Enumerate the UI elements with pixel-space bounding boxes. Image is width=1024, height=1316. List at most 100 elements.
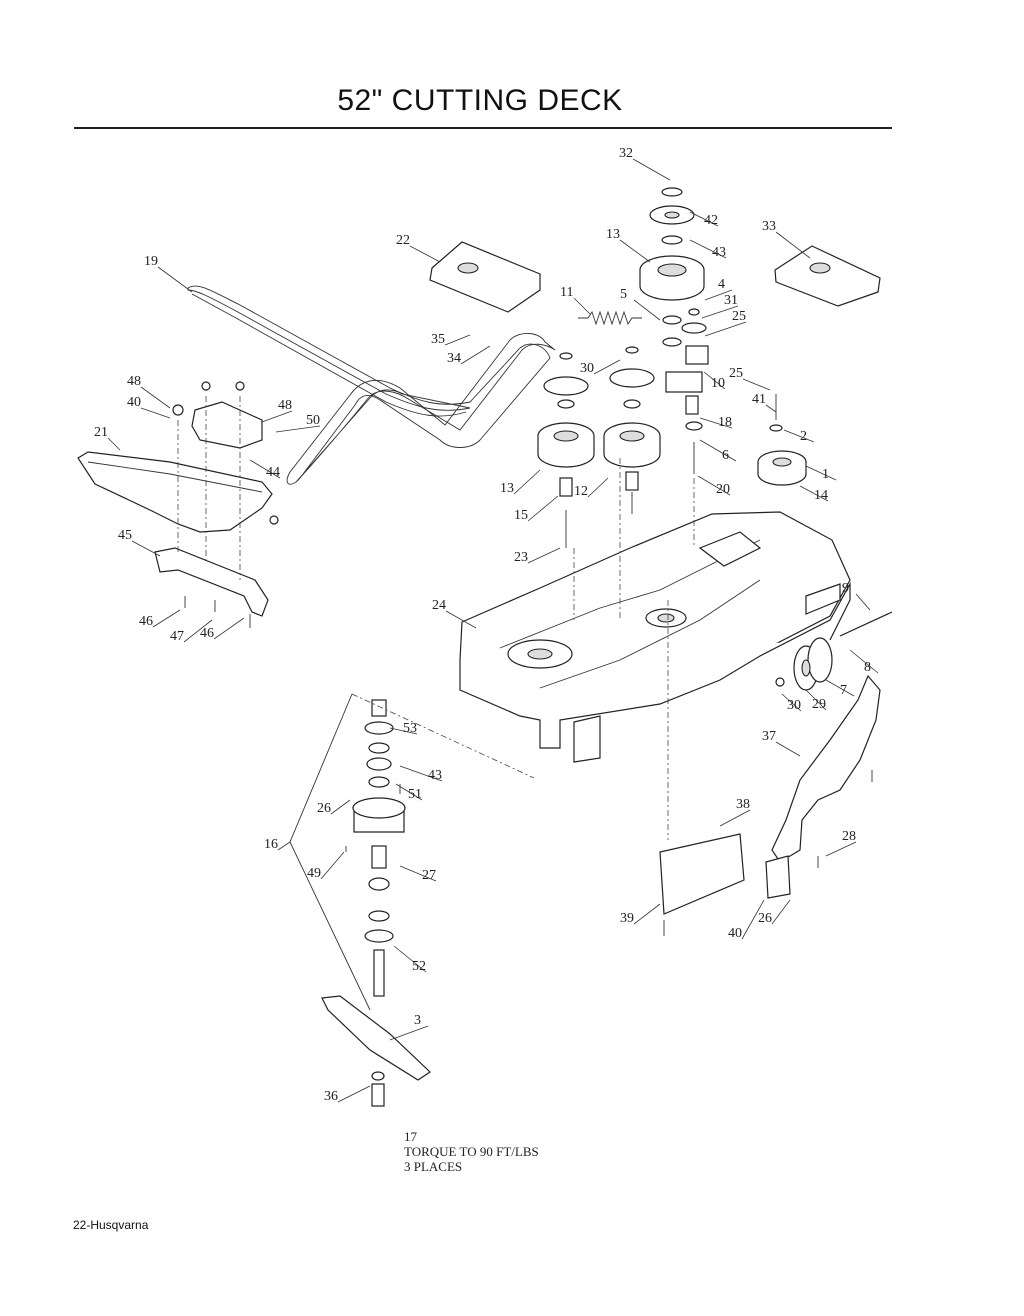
callout-number: 26 [317, 801, 331, 816]
spindle-assembly [289, 693, 406, 1011]
callout-leader [699, 417, 733, 429]
callout-number: 16 [264, 837, 278, 852]
callout-number: 38 [736, 797, 750, 812]
callout-number: 29 [812, 697, 826, 712]
anti-scalp-wheel [775, 611, 893, 691]
callout-number: 47 [170, 629, 184, 644]
callout-leader [445, 610, 477, 629]
callout-leader [783, 429, 815, 443]
pulley-cover-left [429, 241, 541, 313]
callout-leader [689, 211, 719, 227]
right-idler-parts [685, 394, 807, 486]
callout-leader [742, 378, 771, 391]
callout-number: 50 [306, 413, 320, 428]
callout-number: 30 [580, 361, 594, 376]
callout-number: 31 [724, 293, 738, 308]
baffle [771, 674, 881, 863]
callout-leader [140, 407, 171, 419]
callout-leader [573, 297, 591, 315]
callout-number: 43 [712, 245, 726, 260]
callout-number: 6 [722, 448, 729, 463]
callout-number: 3 [414, 1013, 421, 1028]
callout-number: 1 [822, 467, 829, 482]
callout-number: 21 [94, 425, 108, 440]
callout-number: 19 [144, 254, 158, 269]
callout-number: 14 [814, 488, 828, 503]
callout-leader [633, 299, 661, 321]
callout-number: 25 [732, 309, 746, 324]
callout-leader [697, 475, 731, 496]
callout-leader [805, 689, 827, 711]
callout-number: 36 [324, 1089, 338, 1104]
callout-leader [157, 266, 193, 293]
callout-number: 7 [840, 683, 847, 698]
callout-number: 37 [762, 729, 776, 744]
callout-leader [140, 386, 171, 409]
callout-leader [704, 289, 733, 301]
callout-number: 33 [762, 219, 776, 234]
page-title: 52" CUTTING DECK [337, 84, 623, 117]
callout-leader [395, 783, 423, 801]
callout-leader [183, 619, 213, 643]
callout-number: 28 [842, 829, 856, 844]
callout-leader [131, 540, 161, 557]
pulley-stack [639, 187, 709, 393]
callout-leader [320, 851, 345, 880]
callout-leader [633, 903, 661, 925]
note-line: 3 PLACES [404, 1159, 463, 1174]
callout-number: 12 [574, 484, 588, 499]
callout-number: 32 [619, 146, 633, 161]
blade-bolt [371, 1083, 385, 1107]
note-line: TORQUE TO 90 FT/LBS [404, 1144, 539, 1159]
pulley-cover-right [774, 245, 881, 307]
callout-number: 53 [403, 721, 417, 736]
callout-number: 48 [278, 398, 292, 413]
callout-leader [213, 617, 245, 640]
callout-leader [593, 359, 621, 375]
callout-number: 49 [307, 866, 321, 881]
callout-leader [460, 345, 491, 365]
callout-number: 42 [704, 213, 718, 228]
callout-number: 4 [718, 277, 725, 292]
callout-number: 9 [842, 581, 849, 596]
callout-number: 11 [560, 285, 573, 300]
idler-arm-assembly [77, 381, 279, 628]
callout-leader [587, 477, 609, 498]
callout-leader [704, 321, 747, 337]
page-footer: 22-Husqvarna [73, 1218, 149, 1232]
callout-leader [619, 239, 651, 263]
torque-note: 17 TORQUE TO 90 FT/LBS 3 PLACES [404, 1129, 539, 1174]
callout-number: 40 [728, 926, 742, 941]
callout-leader [703, 371, 726, 390]
callout-number: 22 [396, 233, 410, 248]
callout-leader [399, 865, 437, 882]
callout-leader [775, 741, 801, 757]
callout-leader [513, 469, 541, 495]
callout-leader [775, 231, 811, 259]
callout-number: 40 [127, 395, 141, 410]
callout-number: 52 [412, 959, 426, 974]
callout-number: 8 [864, 660, 871, 675]
blade-washer [371, 1071, 385, 1081]
callout-leader [689, 239, 727, 259]
callout-leader [527, 547, 561, 564]
callout-number: 20 [716, 482, 730, 497]
callout-number: 46 [200, 626, 214, 641]
deck-housing [459, 511, 851, 763]
tension-spring [578, 310, 642, 326]
callout-leader [799, 485, 829, 502]
callout-number: 30 [787, 698, 801, 713]
callout-leader [337, 1085, 371, 1103]
callout-number: 27 [422, 868, 436, 883]
callout-leader [825, 679, 855, 697]
callout-leader [741, 899, 765, 940]
note-line: 17 [404, 1129, 417, 1144]
drive-belt [187, 285, 556, 485]
callout-number: 35 [431, 332, 445, 347]
callout-number: 48 [127, 374, 141, 389]
callout-number: 39 [620, 911, 634, 926]
callout-number: 13 [500, 481, 514, 496]
callout-leader [399, 765, 443, 782]
